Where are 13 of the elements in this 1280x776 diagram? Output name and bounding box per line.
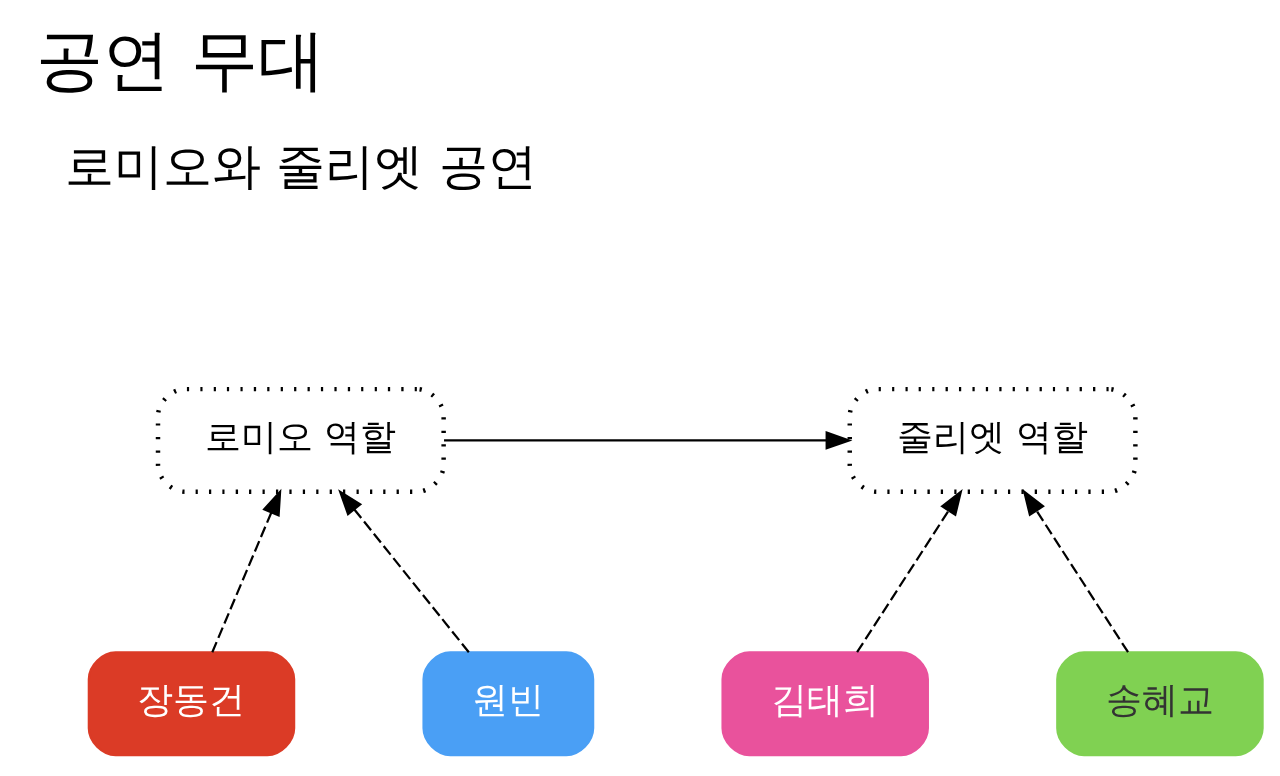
diagram-title: 공연 무대 (35, 21, 325, 100)
node-box: 원빈 (422, 651, 595, 757)
arrow (444, 431, 853, 450)
arrow (1022, 488, 1129, 653)
arrow (211, 488, 282, 653)
arrow (856, 488, 963, 653)
node-box: 김태희 (721, 651, 929, 757)
arrow (338, 489, 470, 653)
node-box: 줄리엣 역할 (847, 386, 1138, 494)
node-box: 로미오 역할 (155, 386, 446, 494)
node-box: 장동건 (87, 651, 296, 757)
node-box: 송혜교 (1056, 651, 1264, 757)
label: 로미오와 줄리엣 공연 (64, 136, 537, 195)
